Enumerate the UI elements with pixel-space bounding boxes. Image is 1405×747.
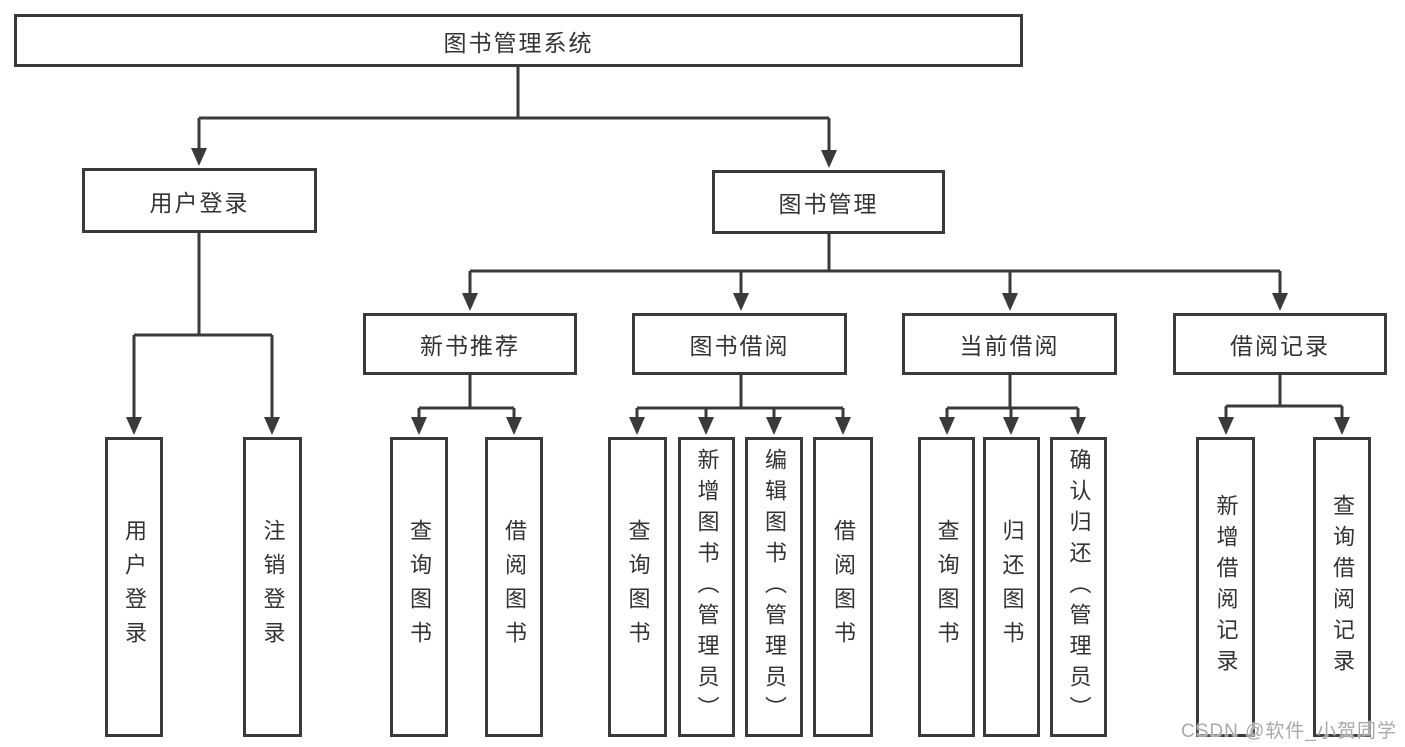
leaf-user-login: 用户登录 [105,437,163,737]
leaf-add-book-admin: 新增图书（管理员） [678,437,735,737]
arrowhead [1334,417,1350,435]
edge-book-borrow-group [635,375,845,420]
edge-new-book-rec-group [417,375,516,420]
leaf-confirm-return-admin: 确认归还（管理员） [1050,437,1107,737]
leaf-return-books: 归还图书 [983,437,1040,737]
node-current-borrow: 当前借阅 [902,313,1117,375]
arrowhead [939,417,955,435]
arrowhead [411,417,427,435]
arrowhead [191,148,207,166]
leaf-borrow-books: 借阅图书 [813,437,873,737]
leaf-logout: 注销登录 [243,437,302,737]
leaf-borrow-query-books: 查询图书 [608,437,667,737]
arrowhead [1272,293,1288,311]
arrowhead [1070,417,1086,435]
leaf-rec-borrow-books: 借阅图书 [485,437,543,737]
node-root: 图书管理系统 [14,14,1023,67]
leaf-current-query-books: 查询图书 [918,437,975,737]
arrowhead [506,417,522,435]
arrowhead [821,150,837,168]
arrowhead [264,417,280,435]
edge-user-login-group [132,233,274,420]
node-user-login: 用户登录 [82,168,317,233]
node-book-mgmt: 图书管理 [712,170,945,234]
leaf-add-borrow-record: 新增借阅记录 [1196,437,1255,737]
arrowhead [462,293,478,311]
arrowhead [1003,417,1019,435]
leaf-rec-query-books: 查询图书 [390,437,448,737]
arrowhead [126,417,142,435]
leaf-query-borrow-record: 查询借阅记录 [1313,437,1371,737]
leaf-edit-book-admin: 编辑图书（管理员） [745,437,803,737]
node-new-book-rec: 新书推荐 [363,313,577,375]
edge-current-borrow-group [945,375,1080,420]
node-book-borrow: 图书借阅 [632,313,847,375]
arrowhead [835,417,851,435]
edge-book-mgmt-group [468,234,1282,296]
arrowhead [1002,293,1018,311]
arrowhead [766,417,782,435]
arrowhead [733,293,749,311]
edge-borrow-records-group [1224,375,1344,420]
arrowhead [698,417,714,435]
arrowheads [126,148,1350,435]
arrowhead [1218,417,1234,435]
arrowhead [629,417,645,435]
node-borrow-records: 借阅记录 [1173,313,1387,375]
watermark: CSDN @软件_小贺同学 [1181,721,1397,742]
edge-root-to-level2 [197,67,831,152]
